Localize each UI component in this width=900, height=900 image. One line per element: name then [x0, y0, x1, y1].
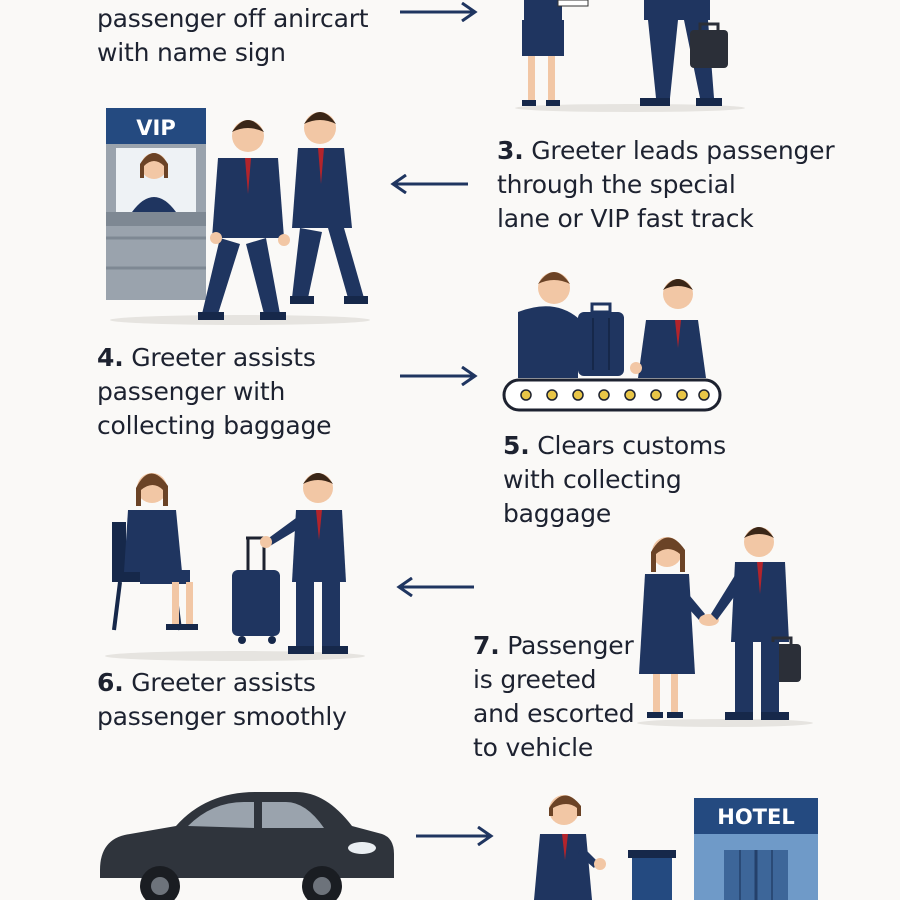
step-number: 5.	[503, 431, 530, 460]
step-line: with name sign	[97, 38, 286, 67]
step-line: baggage	[503, 499, 612, 528]
handshake-scene	[637, 527, 813, 727]
right-arrow-icon	[416, 826, 494, 846]
step-line: is greeted	[473, 665, 597, 694]
step-line: passenger off anircart	[97, 4, 369, 33]
hotel-sign-text: HOTEL	[717, 805, 794, 829]
step-number: 7.	[473, 631, 500, 660]
step-number: 6.	[97, 668, 124, 697]
left-arrow-icon	[390, 174, 468, 194]
left-arrow-icon	[396, 577, 474, 597]
step-6-text: 6. Greeter assists passenger smoothly	[97, 666, 347, 734]
step-4-text: 4. Greeter assists passenger with collec…	[97, 341, 332, 443]
step-line: Greeter leads passenger	[531, 136, 835, 165]
step-number: 3.	[497, 136, 524, 165]
step-line: with collecting	[503, 465, 682, 494]
step-line: passenger with	[97, 377, 286, 406]
seated-passenger-scene	[105, 473, 365, 661]
step-line: Greeter assists	[131, 668, 316, 697]
step-line: to vehicle	[473, 733, 594, 762]
step-line: and escorted	[473, 699, 635, 728]
vip-sign-text: VIP	[136, 116, 175, 140]
step-line: Greeter assists	[131, 343, 316, 372]
step-5-text: 5. Clears customs with collecting baggag…	[503, 429, 726, 531]
step-line: Clears customs	[537, 431, 726, 460]
baggage-conveyor-scene	[502, 272, 722, 412]
step-line: lane or VIP fast track	[497, 204, 754, 233]
greeter-with-sign-scene	[515, 0, 745, 112]
hotel-arrival-scene: HOTEL	[534, 795, 818, 900]
step-3-text: 3. Greeter leads passenger through the s…	[497, 134, 835, 236]
right-arrow-icon	[400, 366, 478, 386]
step-number: 4.	[97, 343, 124, 372]
step-2-text: passenger off anircart with name sign	[97, 2, 369, 70]
step-7-text: 7. Passenger is greeted and escorted to …	[473, 629, 635, 765]
step-line: through the special	[497, 170, 736, 199]
step-line: Passenger	[507, 631, 634, 660]
car-icon	[100, 792, 394, 900]
right-arrow-icon	[400, 2, 478, 22]
step-line: collecting baggage	[97, 411, 332, 440]
vip-fast-track-scene: VIP	[106, 108, 370, 325]
step-line: passenger smoothly	[97, 702, 347, 731]
